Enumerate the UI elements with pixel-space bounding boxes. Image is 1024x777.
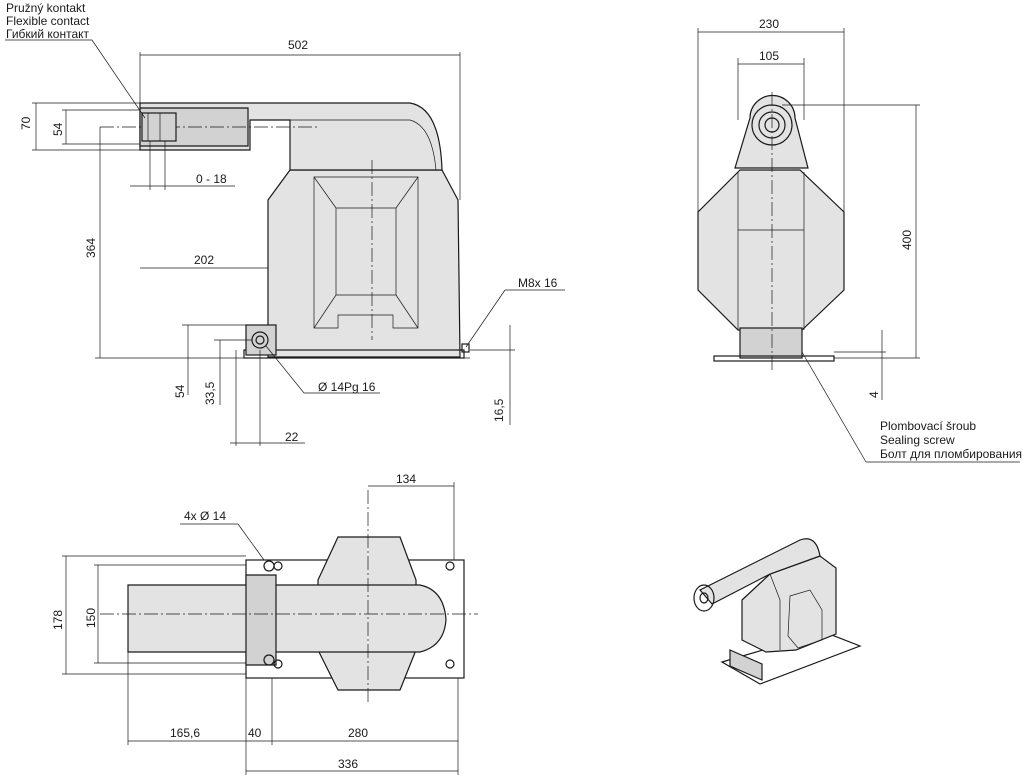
label-holes: 4x Ø 14: [184, 509, 226, 523]
dim-202: 202: [194, 253, 214, 267]
front-view: 502 70 54 0 - 18 364 202 54 33,5 22: [5, 1, 565, 446]
side-base-plate: [713, 355, 835, 362]
top-view: 134 4x Ø 14 178 150 165,6 40 280 336: [51, 472, 478, 775]
dim-70: 70: [19, 116, 33, 130]
dim-400: 400: [900, 230, 914, 250]
label-flex-contact-cz: Pružný kontakt: [6, 1, 86, 15]
dim-230: 230: [759, 17, 779, 31]
side-view: 230 105 400 4 Plombovací šroub Sealing s…: [697, 17, 1022, 463]
dim-502: 502: [288, 38, 308, 52]
front-window-outer: [313, 176, 419, 329]
dim-0-18: 0 - 18: [196, 172, 227, 186]
label-seal-cz: Plombovací šroub: [880, 419, 976, 433]
dim-165-6: 165,6: [170, 726, 200, 740]
iso-conductor-end: [693, 584, 715, 612]
iso-terminal-box: [729, 649, 763, 681]
dim-178: 178: [51, 610, 65, 630]
dim-105: 105: [759, 49, 779, 63]
hole-1: [273, 561, 283, 571]
side-terminal-box: [739, 327, 803, 359]
iso-conductor-arm: [699, 538, 821, 605]
label-bolt: M8x 16: [518, 276, 558, 290]
dim-150: 150: [84, 608, 98, 628]
label-flex-contact-ru: Гибкий контакт: [6, 27, 89, 41]
hole-4: [445, 659, 455, 669]
dim-33-5: 33,5: [203, 381, 217, 405]
flexible-contact: [141, 112, 177, 142]
dim-22: 22: [285, 430, 299, 444]
dim-336: 336: [338, 757, 358, 771]
dim-54-bottom: 54: [173, 384, 187, 398]
dim-16-5: 16,5: [492, 398, 506, 422]
isometric-view: [693, 538, 862, 685]
front-bolt: [461, 343, 470, 353]
label-seal-ru: Болт для пломбирования: [880, 447, 1022, 461]
dim-280: 280: [348, 726, 368, 740]
front-body: [267, 169, 461, 358]
dim-54-top: 54: [51, 122, 65, 136]
hole-3: [273, 659, 283, 669]
dim-40: 40: [248, 726, 262, 740]
label-terminal: Ø 14Pg 16: [318, 380, 376, 394]
dim-4: 4: [867, 391, 881, 398]
hole-2: [445, 561, 455, 571]
top-terminal-box: [245, 574, 277, 666]
side-body: [697, 169, 845, 331]
dim-134: 134: [396, 472, 416, 486]
top-conductor: [127, 584, 447, 653]
label-seal-en: Sealing screw: [880, 433, 955, 447]
label-flex-contact-en: Flexible contact: [6, 14, 90, 28]
dim-364: 364: [84, 238, 98, 258]
